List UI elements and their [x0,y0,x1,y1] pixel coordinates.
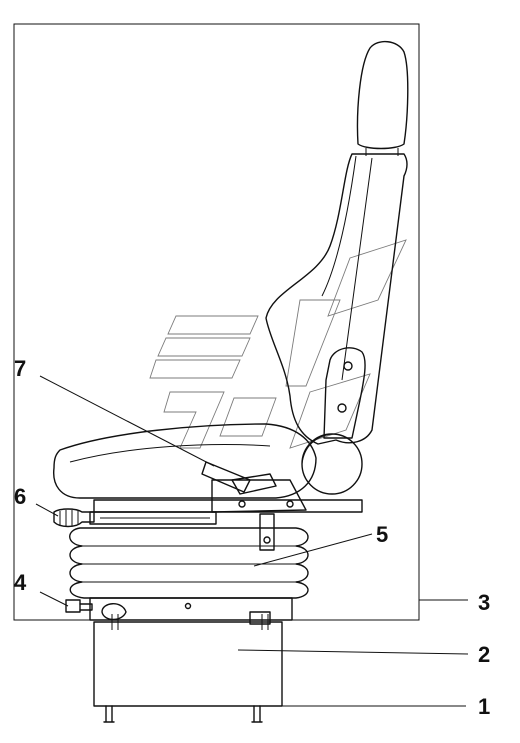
callout-1: 1 [478,694,490,719]
callout-7: 7 [14,356,26,381]
seat-rail [89,479,363,551]
callout-2: 2 [478,642,490,667]
callout-6: 6 [14,484,26,509]
leader-5 [253,533,373,567]
mounting-box [93,614,283,707]
callout-4: 4 [14,570,27,595]
backrest [265,153,408,445]
leader-lines [35,375,469,707]
callout-3: 3 [478,590,490,615]
suspension-bellows [69,527,309,599]
mounting-bolts [103,705,263,723]
pivot-cylinder [301,433,363,495]
recline-lever [201,461,277,495]
suspension-base [89,597,293,625]
headrest [356,41,409,156]
height-knob [65,599,93,613]
leader-6 [35,503,59,517]
backrest-bracket [323,347,366,439]
slide-handle [53,508,95,528]
seat-cushion [53,423,317,499]
callout-5: 5 [376,522,388,547]
leader-4 [39,591,69,607]
watermark-logo [149,239,407,449]
leader-7 [39,375,215,467]
leader-2 [237,649,469,655]
